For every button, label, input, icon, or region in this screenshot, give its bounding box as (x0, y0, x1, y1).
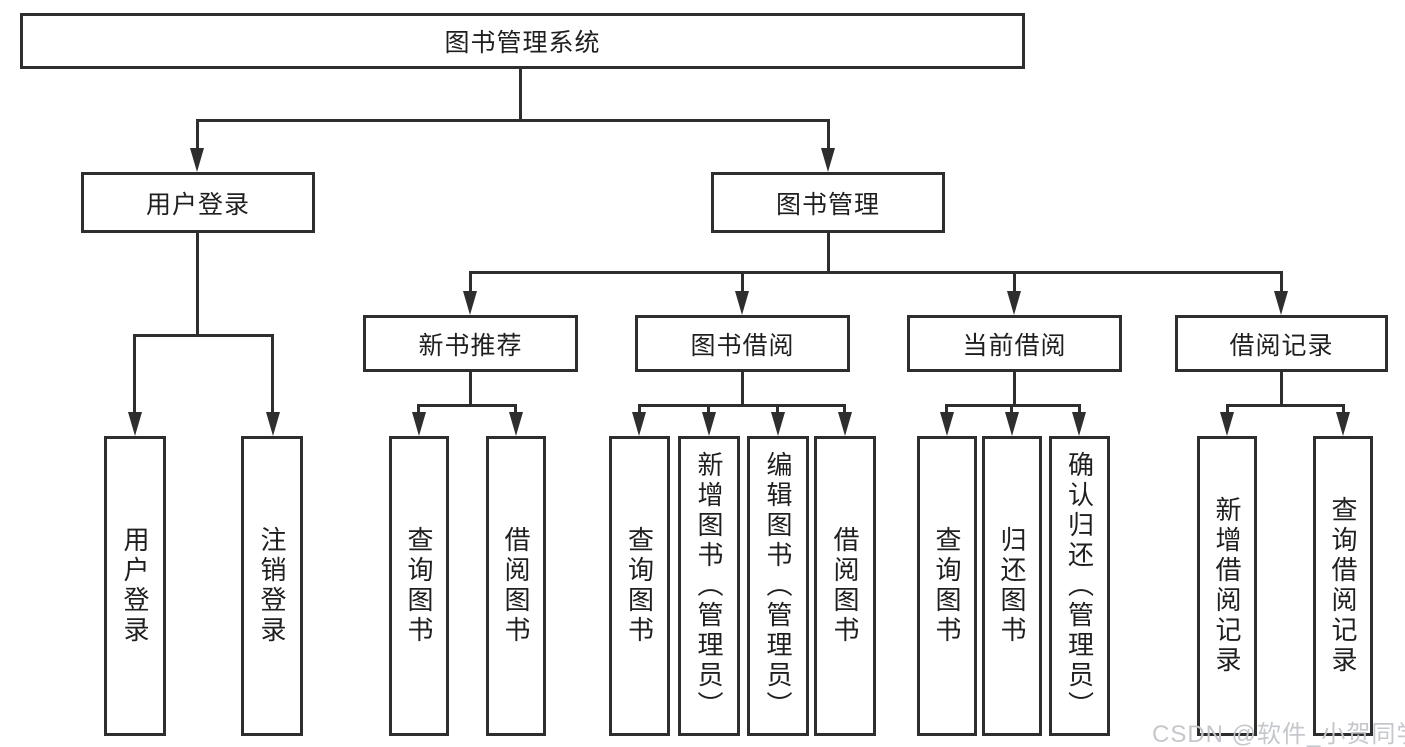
connector-new-book-rec-stem (469, 372, 472, 407)
leaf-label: 编辑图书（管理员） (763, 451, 793, 721)
arrowhead-icon (266, 412, 280, 436)
node-label: 当前借阅 (962, 331, 1067, 360)
leaf-label: 确认归还（管理员） (1064, 451, 1095, 721)
connector-drop-user-login (196, 119, 199, 150)
node-label: 图书借阅 (690, 331, 795, 360)
connector-book-borrow-stem (741, 372, 744, 407)
leaf-label: 查询借阅记录 (1328, 496, 1358, 676)
arrowhead-icon (838, 412, 852, 436)
leaf-label: 新增借阅记录 (1212, 496, 1242, 676)
connector-drop-leaf-logout (271, 334, 274, 414)
node-current-borrowing: 当前借阅 (907, 315, 1122, 372)
node-book-borrowing: 图书借阅 (635, 315, 850, 372)
connector-root-stem (519, 69, 522, 122)
connector-user-login-stem (196, 233, 199, 337)
leaf-label: 查询图书 (624, 526, 655, 646)
connector-drop (638, 404, 641, 416)
connector-drop-book-management (827, 119, 830, 150)
connector-current-borrow-stem (1013, 372, 1016, 407)
node-label: 借阅记录 (1229, 331, 1334, 360)
leaf-borrow-books-2: 借阅图书 (814, 436, 876, 736)
connector-book-management-stem (827, 233, 830, 274)
connector-drop (707, 404, 710, 416)
node-label: 新书推荐 (418, 331, 523, 360)
connector-drop-leaf-user-login (133, 334, 136, 414)
leaf-label: 用户登录 (120, 526, 150, 646)
arrowhead-icon (1220, 412, 1234, 436)
connector-drop (843, 404, 846, 416)
connector-borrow-records-stem (1280, 372, 1283, 407)
arrowhead-icon (821, 148, 835, 172)
arrowhead-icon (190, 148, 204, 172)
arrowhead-icon (1007, 291, 1021, 315)
node-label: 用户登录 (145, 190, 250, 219)
leaf-logout: 注销登录 (241, 436, 303, 736)
leaf-borrow-books-1: 借阅图书 (486, 436, 546, 736)
leaf-query-books-3: 查询图书 (917, 436, 977, 736)
arrowhead-icon (509, 412, 523, 436)
connector-drop (1010, 404, 1013, 416)
leaf-edit-book-admin: 编辑图书（管理员） (747, 436, 809, 736)
arrowhead-icon (1336, 412, 1350, 436)
connector-current-borrow-crossbar (945, 404, 1081, 407)
node-borrowing-records: 借阅记录 (1175, 315, 1388, 372)
arrowhead-icon (128, 412, 142, 436)
leaf-label: 借阅图书 (501, 526, 531, 646)
connector-drop-book-borrow (741, 271, 744, 293)
leaf-query-books-1: 查询图书 (389, 436, 449, 736)
arrowhead-icon (463, 291, 477, 315)
arrowhead-icon (1072, 412, 1086, 436)
leaf-label: 借阅图书 (830, 526, 860, 646)
leaf-query-borrow-record: 查询借阅记录 (1313, 436, 1373, 736)
connector-drop (945, 404, 948, 416)
node-book-management-group: 图书管理 (711, 172, 945, 233)
arrowhead-icon (735, 291, 749, 315)
connector-borrow-records-crossbar (1226, 404, 1345, 407)
connector-drop-borrow-records (1280, 271, 1283, 293)
connector-drop (514, 404, 517, 416)
connector-book-borrow-crossbar (638, 404, 846, 407)
connector-drop (1078, 404, 1081, 416)
leaf-label: 查询图书 (404, 526, 434, 646)
arrowhead-icon (702, 412, 716, 436)
connector-book-management-crossbar (469, 271, 1282, 274)
connector-drop-new-book-rec (469, 271, 472, 293)
leaf-label: 新增图书（管理员） (694, 451, 724, 721)
node-user-login-group: 用户登录 (81, 172, 315, 233)
connector-new-book-rec-crossbar (417, 404, 517, 407)
connector-drop (1226, 404, 1229, 416)
arrowhead-icon (1274, 291, 1288, 315)
arrowhead-icon (1005, 412, 1019, 436)
arrowhead-icon (632, 412, 646, 436)
leaf-label: 注销登录 (257, 526, 287, 646)
connector-drop (417, 404, 420, 416)
leaf-label: 归还图书 (997, 526, 1027, 646)
node-label: 图书管理系统 (444, 29, 601, 57)
node-root-library-system: 图书管理系统 (20, 13, 1025, 69)
leaf-add-borrow-record: 新增借阅记录 (1197, 436, 1257, 736)
leaf-query-books-2: 查询图书 (609, 436, 670, 736)
csdn-watermark: CSDN @软件_小贺同学 (1152, 721, 1405, 747)
connector-drop-current-borrow (1013, 271, 1016, 293)
node-label: 图书管理 (775, 190, 880, 219)
arrowhead-icon (412, 412, 426, 436)
connector-drop (1342, 404, 1345, 416)
node-new-book-recommendation: 新书推荐 (363, 315, 578, 372)
leaf-add-book-admin: 新增图书（管理员） (678, 436, 740, 736)
arrowhead-icon (940, 412, 954, 436)
leaf-user-login: 用户登录 (104, 436, 166, 736)
leaf-return-book: 归还图书 (982, 436, 1042, 736)
leaf-confirm-return-admin: 确认归还（管理员） (1049, 436, 1110, 736)
connector-user-login-crossbar (133, 334, 274, 337)
connector-root-crossbar (196, 119, 830, 122)
leaf-label: 查询图书 (932, 526, 962, 646)
arrowhead-icon (771, 412, 785, 436)
connector-drop (776, 404, 779, 416)
